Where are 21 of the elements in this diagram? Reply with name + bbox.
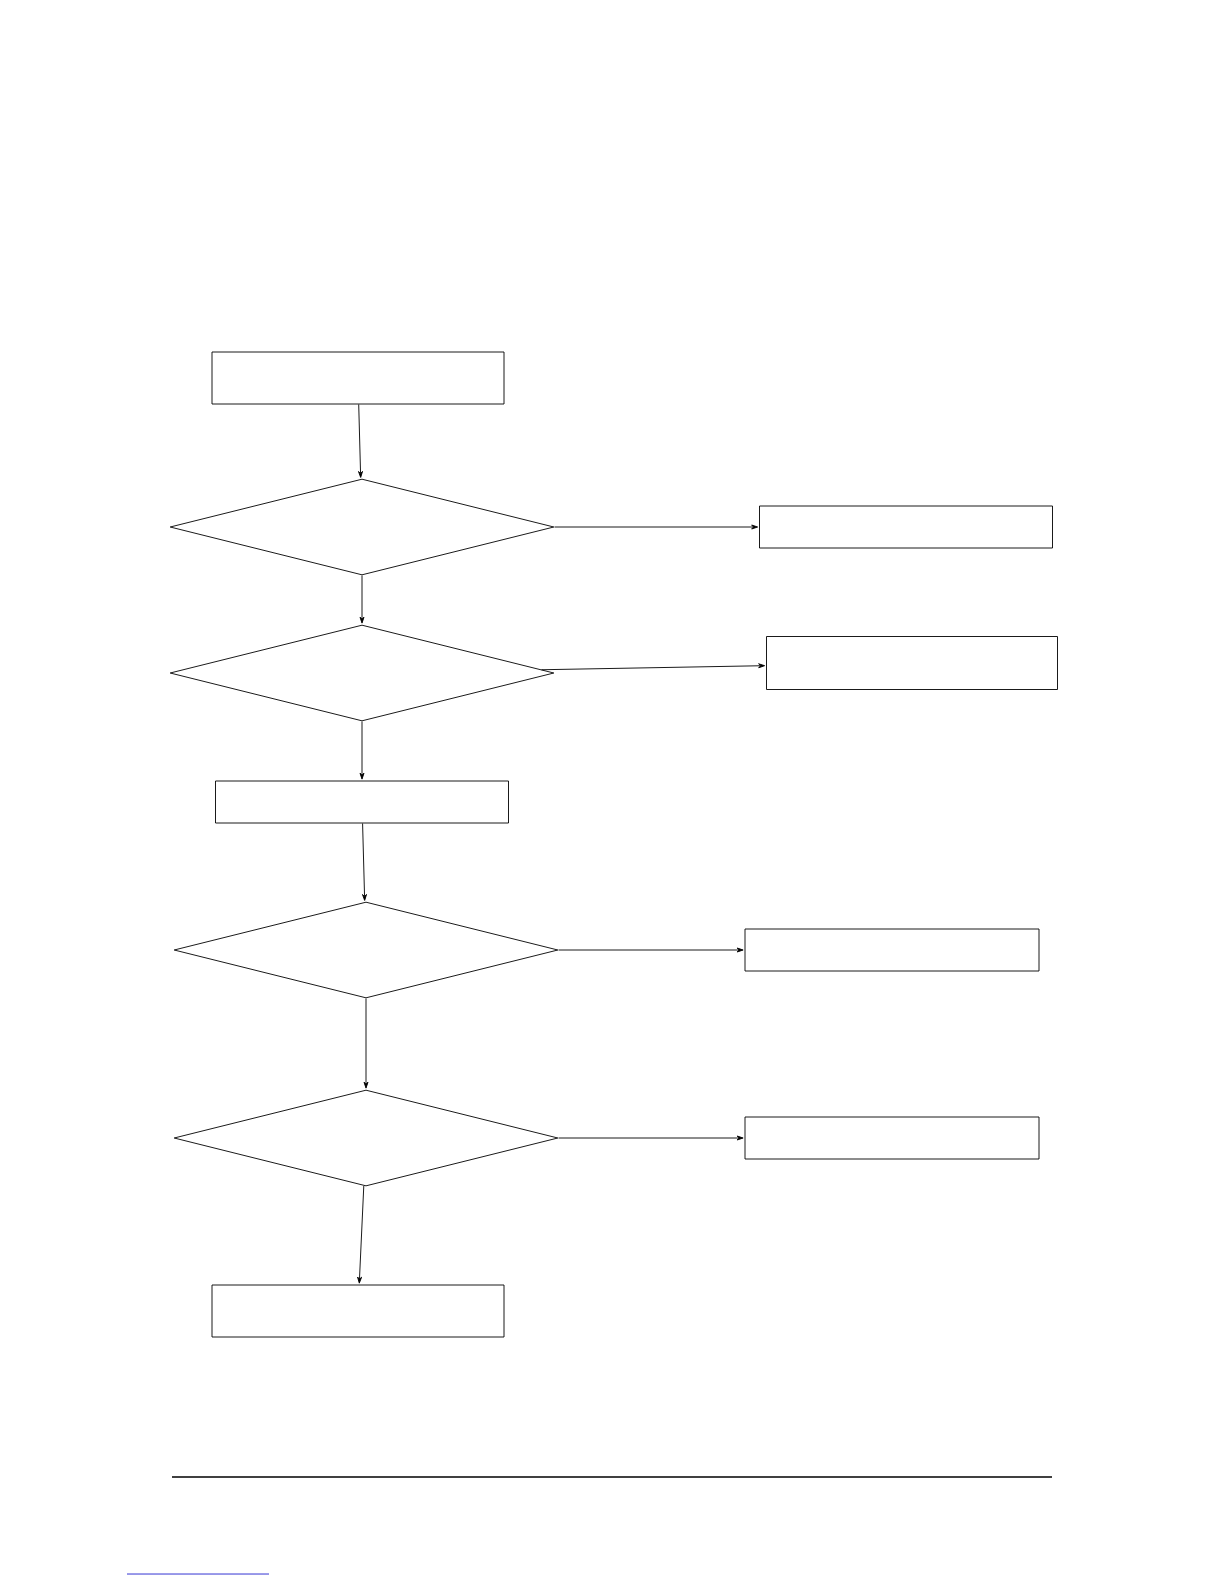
box-node	[744, 1116, 1040, 1160]
box-node	[211, 1284, 505, 1338]
arrow	[359, 721, 365, 780]
box-node	[766, 636, 1058, 690]
arrow	[558, 1135, 744, 1141]
decision-diamond	[169, 478, 555, 576]
box-node	[759, 505, 1053, 549]
arrow	[363, 998, 369, 1089]
arrow	[541, 663, 766, 671]
decision-diamond	[173, 1089, 559, 1187]
arrow	[358, 404, 363, 478]
box-node	[744, 928, 1040, 972]
arrow	[359, 575, 365, 624]
arrow	[362, 823, 367, 901]
arrow	[554, 524, 759, 530]
decision-diamond	[169, 624, 555, 722]
box-node	[211, 351, 505, 405]
box-node	[215, 780, 509, 824]
decision-diamond	[173, 901, 559, 999]
arrow	[357, 1185, 365, 1284]
arrow	[558, 947, 744, 953]
